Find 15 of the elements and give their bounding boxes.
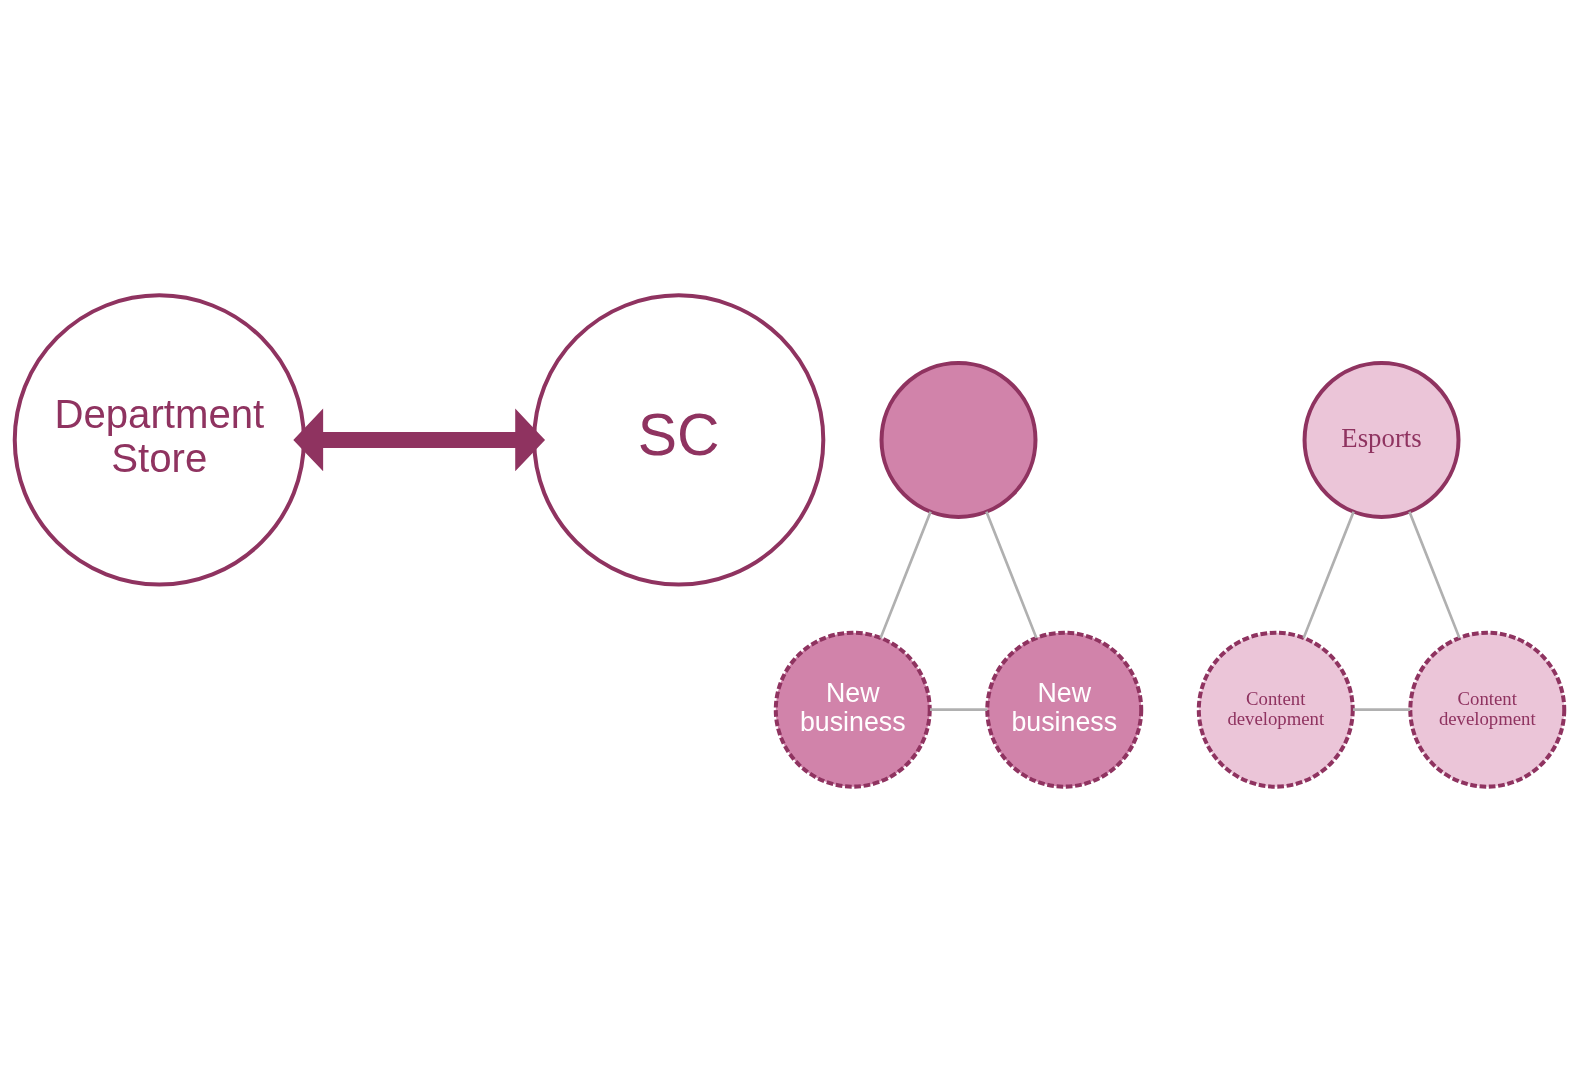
connector <box>1408 510 1461 638</box>
arrow <box>293 408 546 471</box>
node-circle: Content development <box>1408 630 1567 789</box>
connector <box>879 510 932 638</box>
connector <box>1353 707 1411 711</box>
node-circle: Esports <box>1302 360 1461 519</box>
node-circle: New business <box>985 630 1144 789</box>
node-circle: Content development <box>1196 630 1355 789</box>
connector <box>930 707 988 711</box>
node-circle: New business <box>773 630 932 789</box>
node-circle <box>879 360 1038 519</box>
node-circle: Department Store <box>12 292 306 586</box>
node-circle: SC <box>532 292 826 586</box>
connector <box>1302 510 1355 638</box>
connector <box>985 510 1038 638</box>
